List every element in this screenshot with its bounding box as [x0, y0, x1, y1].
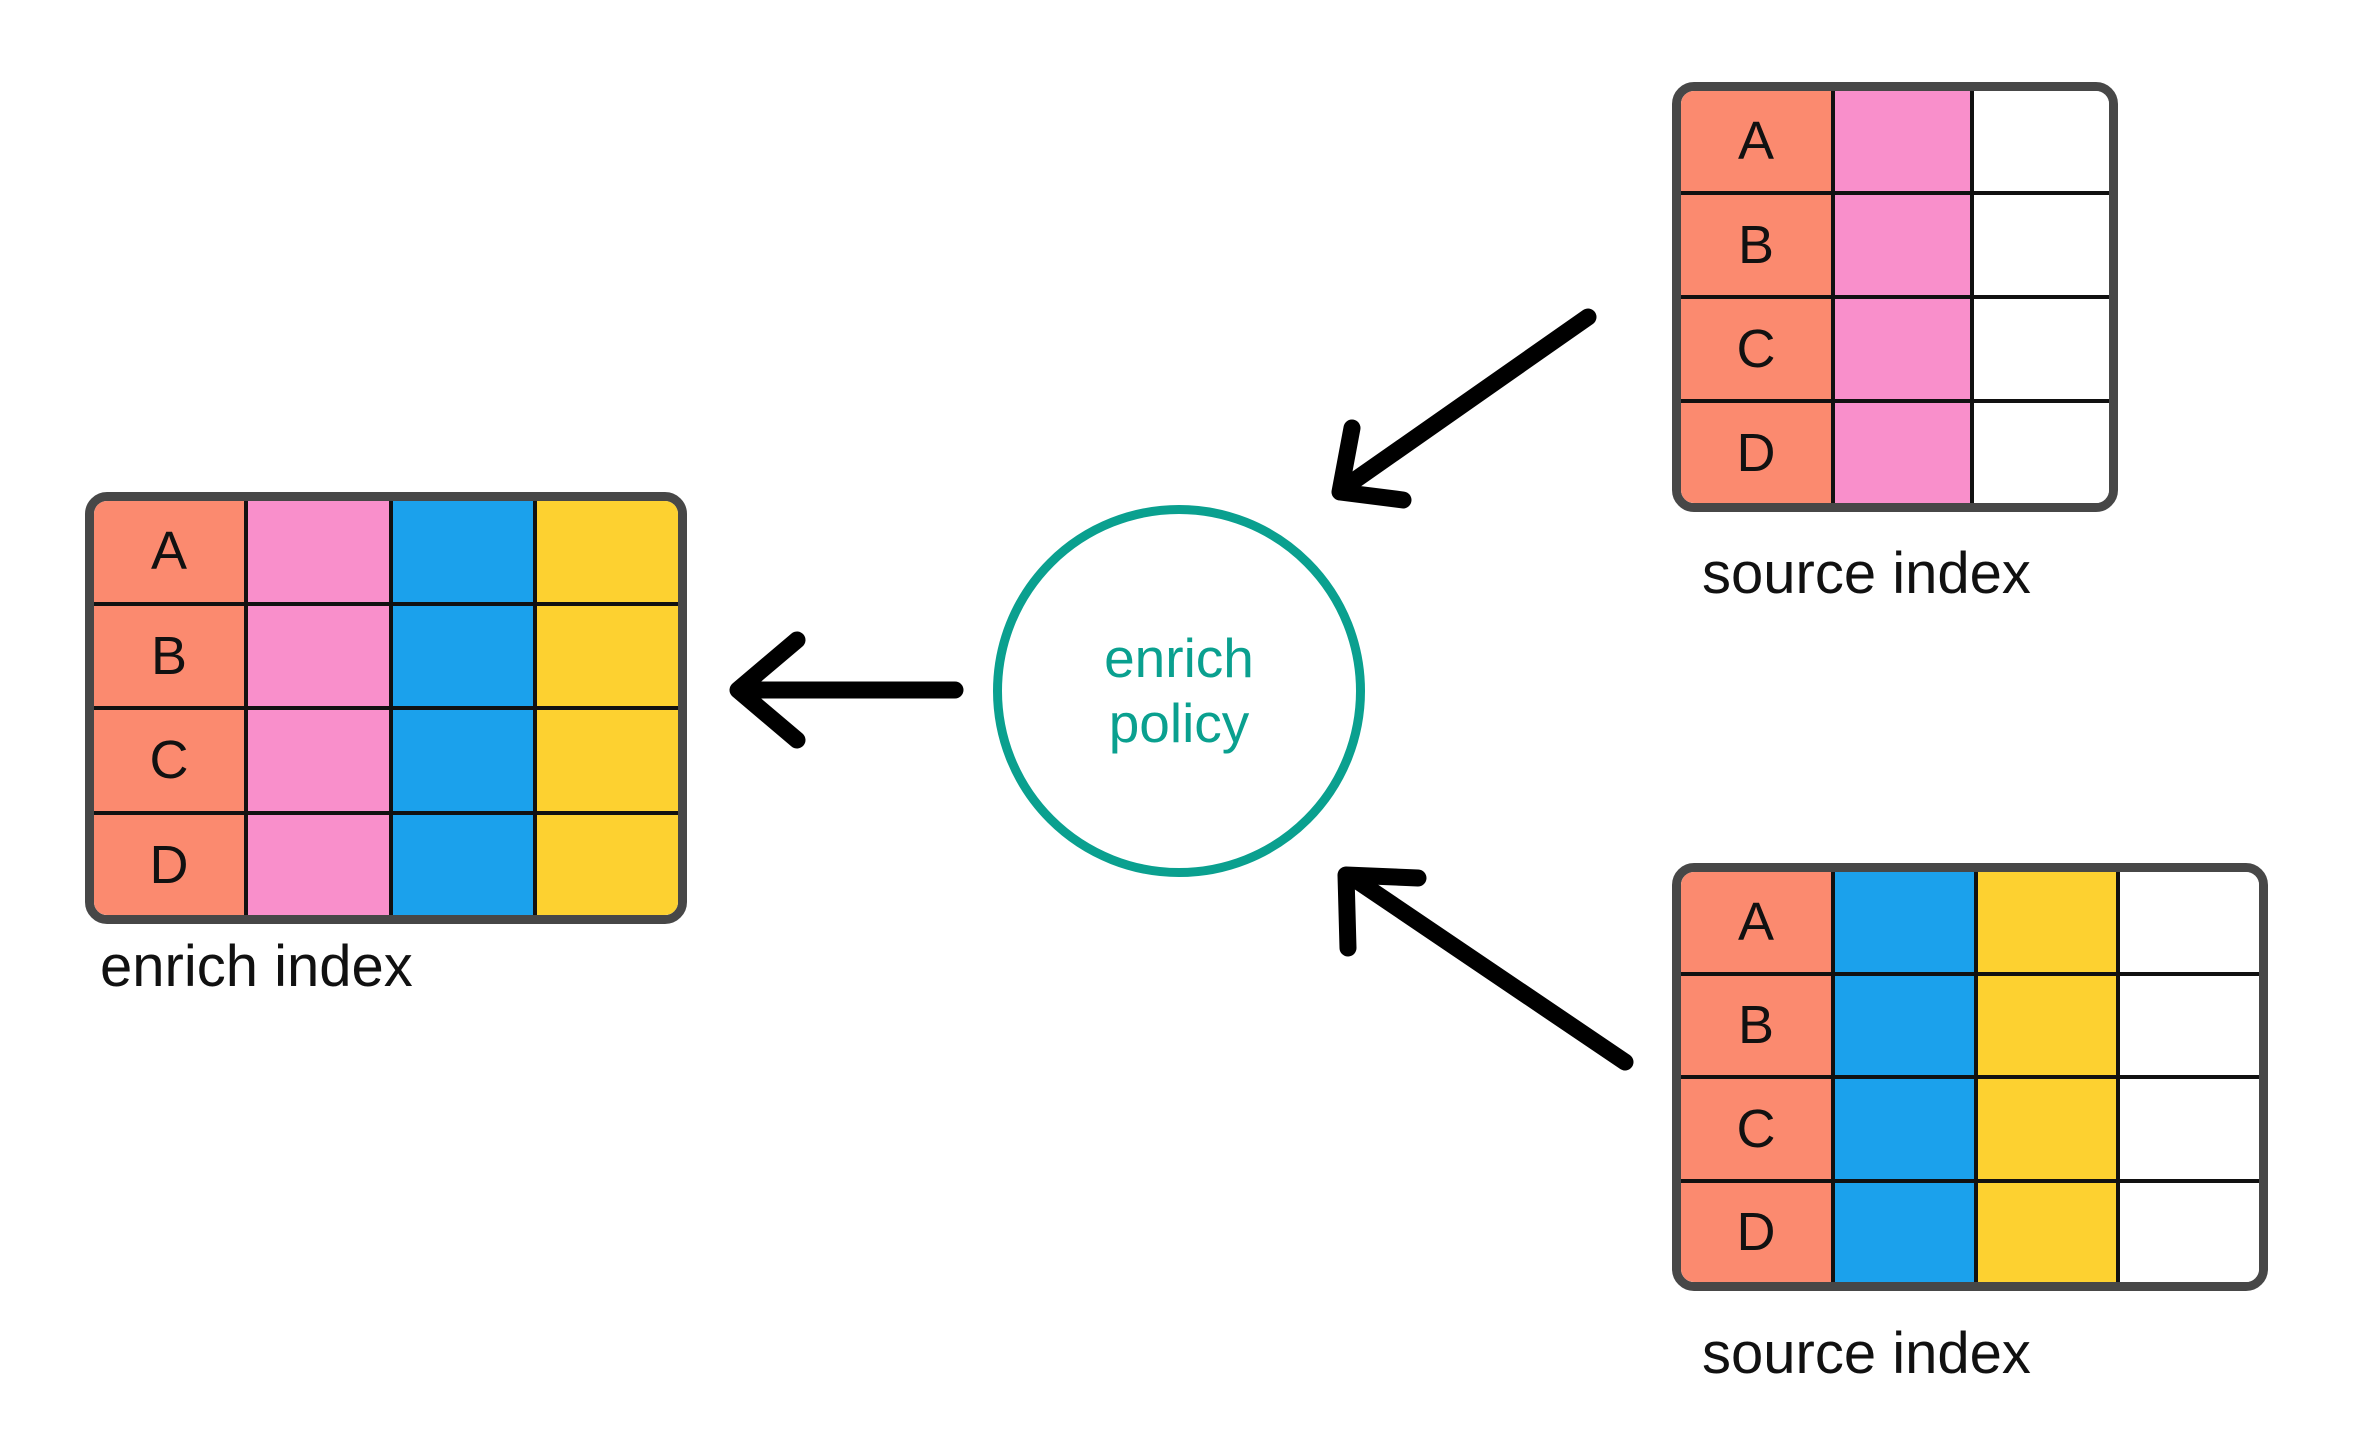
- source-top-key-cell: C: [1681, 299, 1831, 399]
- source-bottom-empty-cell: [2116, 1182, 2259, 1282]
- enrich-index-pink-cell: [244, 605, 389, 706]
- source-top-empty-cell: [1970, 403, 2109, 503]
- source-bottom-empty-cell: [2116, 872, 2259, 972]
- enrich-policy-line-2: policy: [1108, 692, 1250, 754]
- enrich-index-pink-cell: [244, 814, 389, 915]
- row-key-label: C: [149, 730, 189, 791]
- source-top-key-cell: A: [1681, 91, 1831, 191]
- source-top-pink-cell: [1831, 299, 1970, 399]
- source-bottom-blue-cell: [1831, 872, 1974, 972]
- arrow-top-source-to-policy: [1331, 308, 1597, 509]
- source-bottom-key-cell: C: [1681, 1079, 1831, 1179]
- arrow-bottom-source-to-policy: [1337, 866, 1634, 1071]
- source-bottom-yellow-cell: [1973, 1079, 2117, 1179]
- source-index-bottom-caption: source index: [1702, 1321, 2031, 1386]
- source-bottom-yellow-cell: [1973, 872, 2117, 972]
- table-row: D: [94, 810, 678, 915]
- source-bottom-key-cell: D: [1681, 1182, 1831, 1282]
- enrich-index-pink-cell: [244, 501, 389, 602]
- source-bottom-blue-cell: [1831, 975, 1974, 1075]
- table-row: A: [1681, 872, 2259, 972]
- source-index-bottom-table: A B C D: [1672, 863, 2268, 1291]
- row-key-label: B: [150, 625, 188, 686]
- source-top-key-cell: B: [1681, 195, 1831, 295]
- row-key-label: B: [1737, 215, 1775, 275]
- source-bottom-yellow-cell: [1973, 1182, 2117, 1282]
- row-key-label: B: [1737, 995, 1775, 1056]
- enrich-index-yellow-cell: [533, 605, 678, 706]
- row-key-label: A: [1737, 891, 1775, 952]
- enrich-index-blue-cell: [388, 501, 534, 602]
- source-top-pink-cell: [1831, 403, 1970, 503]
- source-top-key-cell: D: [1681, 403, 1831, 503]
- enrich-index-key-cell: D: [94, 814, 244, 915]
- table-row: D: [1681, 399, 2109, 503]
- row-key-label: C: [1736, 319, 1776, 379]
- table-row: B: [1681, 971, 2259, 1075]
- table-row: B: [94, 601, 678, 706]
- enrich-index-yellow-cell: [533, 814, 678, 915]
- source-bottom-blue-cell: [1831, 1079, 1974, 1179]
- enrich-index-yellow-cell: [533, 501, 678, 602]
- source-bottom-blue-cell: [1831, 1182, 1974, 1282]
- table-row: A: [1681, 91, 2109, 191]
- row-key-label: A: [1737, 111, 1775, 171]
- enrich-policy-line-1: enrich: [1104, 627, 1254, 690]
- row-key-label: D: [1736, 423, 1776, 483]
- row-key-label: D: [1736, 1202, 1776, 1263]
- source-bottom-key-cell: B: [1681, 975, 1831, 1075]
- table-row: C: [94, 706, 678, 811]
- table-row: C: [1681, 1075, 2259, 1179]
- enrich-index-blue-cell: [388, 605, 534, 706]
- enrich-index-table: A B C D: [85, 492, 687, 924]
- enrich-index-blue-cell: [388, 814, 534, 915]
- source-index-top-table: A B C D: [1672, 82, 2118, 512]
- source-index-top-caption: source index: [1702, 541, 2031, 606]
- enrich-index-pink-cell: [244, 710, 389, 811]
- arrow-policy-to-enrich-index: [729, 631, 964, 749]
- table-row: C: [1681, 295, 2109, 399]
- row-key-label: D: [149, 834, 189, 895]
- enrich-index-key-cell: C: [94, 710, 244, 811]
- enrich-index-key-cell: A: [94, 501, 244, 602]
- source-bottom-empty-cell: [2116, 975, 2259, 1075]
- source-top-pink-cell: [1831, 91, 1970, 191]
- enrich-index-caption: enrich index: [100, 934, 413, 999]
- table-row: D: [1681, 1178, 2259, 1282]
- source-bottom-key-cell: A: [1681, 872, 1831, 972]
- enrich-index-yellow-cell: [533, 710, 678, 811]
- source-bottom-yellow-cell: [1973, 975, 2117, 1075]
- table-row: B: [1681, 191, 2109, 295]
- row-key-label: C: [1736, 1098, 1776, 1159]
- source-top-empty-cell: [1970, 299, 2109, 399]
- source-top-empty-cell: [1970, 91, 2109, 191]
- table-row: A: [94, 501, 678, 602]
- row-key-label: A: [150, 521, 188, 582]
- enrich-policy-node[interactable]: enrich policy: [993, 505, 1365, 877]
- source-top-empty-cell: [1970, 195, 2109, 295]
- source-bottom-empty-cell: [2116, 1079, 2259, 1179]
- source-top-pink-cell: [1831, 195, 1970, 295]
- enrich-index-blue-cell: [388, 710, 534, 811]
- enrich-index-key-cell: B: [94, 605, 244, 706]
